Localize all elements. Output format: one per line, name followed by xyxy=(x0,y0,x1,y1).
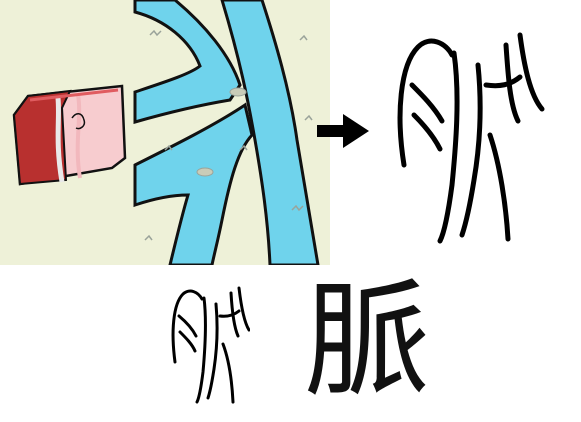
meat-and-river-illustration xyxy=(0,0,330,265)
modern-character: 脈 xyxy=(304,267,430,414)
river-branches-icon xyxy=(133,0,320,265)
seal-script-mai-glyph-small xyxy=(168,282,250,407)
meat-icon xyxy=(12,84,127,186)
illustration-panel xyxy=(0,0,330,265)
right-arrow-icon xyxy=(315,112,371,150)
seal-script-mai-glyph-large xyxy=(390,25,555,250)
